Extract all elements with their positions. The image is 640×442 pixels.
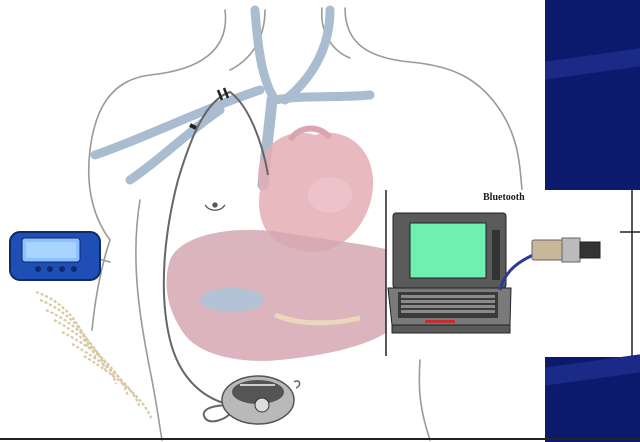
liver-icon: [166, 230, 390, 361]
anatomy-marks: [205, 203, 225, 210]
bracket-lines: [620, 190, 640, 356]
bluetooth-label: Bluetooth: [483, 192, 525, 203]
implanted-device-icon: [222, 376, 300, 424]
pager-monitor-icon: [10, 232, 100, 280]
laptop-icon: [388, 213, 511, 333]
bottom-rule: [0, 438, 640, 440]
